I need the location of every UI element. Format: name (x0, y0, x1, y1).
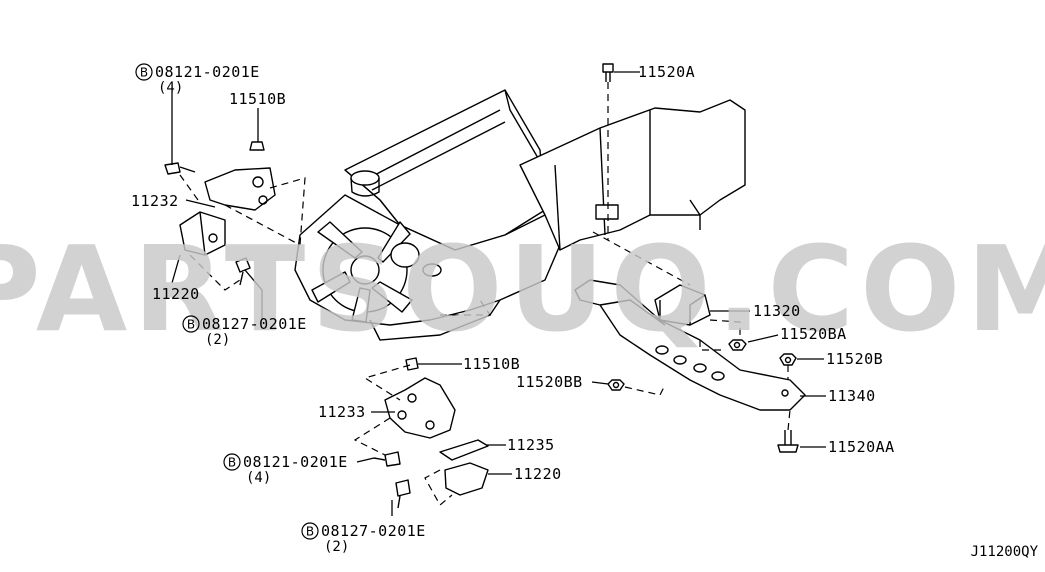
callout-11520AA[interactable]: 11520AA (828, 438, 895, 456)
lower-mount-bracket-drawing (373, 357, 489, 509)
bolt-marker-letter: B (140, 66, 148, 80)
quantity-label: (4) (158, 80, 183, 96)
part-number-label: 08121-0201E (155, 63, 260, 81)
callout-11220-top[interactable]: 11220 (152, 285, 200, 303)
nut-11520BA-icon (728, 339, 747, 351)
callout-11520BA[interactable]: 11520BA (780, 325, 847, 343)
bolt-marker-icon (182, 315, 200, 333)
callout-11320[interactable]: 11320 (753, 302, 801, 320)
bolt-marker-icon (135, 63, 153, 81)
bolt-marker-icon (223, 453, 241, 471)
callout-11520BB[interactable]: 11520BB (516, 373, 583, 391)
callout-11520A[interactable]: 11520A (638, 63, 695, 81)
callout-11232[interactable]: 11232 (131, 192, 179, 210)
crossmember-drawing (574, 279, 806, 411)
callout-08127-bottom[interactable]: B 08127-0201E (2) (301, 522, 426, 555)
callout-11233[interactable]: 11233 (318, 403, 366, 421)
engine-assembly-drawing (294, 89, 746, 341)
nut-11520BB-icon (607, 379, 625, 391)
bolt-marker-letter: B (306, 525, 314, 539)
fan-icon (311, 221, 413, 323)
diagram-reference-id: J11200QY (971, 544, 1039, 560)
callout-11235[interactable]: 11235 (507, 436, 555, 454)
bolt-11520AA-icon (777, 430, 799, 453)
bolt-11520A-icon (602, 63, 614, 82)
watermark-text: PARTSOUQ.COM (0, 220, 1045, 358)
part-number-label: 08127-0201E (202, 315, 307, 333)
left-mount-bracket-drawing (164, 141, 276, 286)
quantity-label: (2) (205, 332, 230, 348)
callout-11510B-bottom[interactable]: 11510B (463, 355, 520, 373)
leader-lines (171, 71, 826, 516)
callout-11520B[interactable]: 11520B (826, 350, 883, 368)
quantity-label: (4) (246, 470, 271, 486)
nut-11520B-icon (779, 353, 797, 366)
bolt-marker-letter: B (187, 318, 195, 332)
assembly-guide-lines (179, 82, 791, 506)
callout-11220-bottom[interactable]: 11220 (514, 465, 562, 483)
callout-08127-top[interactable]: B 08127-0201E (2) (182, 315, 307, 348)
callout-08121-bottom[interactable]: B 08121-0201E (4) (223, 453, 348, 486)
bolt-marker-letter: B (228, 456, 236, 470)
bolt-marker-icon (301, 522, 319, 540)
part-number-label: 08127-0201E (321, 522, 426, 540)
part-number-label: 08121-0201E (243, 453, 348, 471)
quantity-label: (2) (324, 539, 349, 555)
callout-11510B-top[interactable]: 11510B (229, 90, 286, 108)
callout-11340[interactable]: 11340 (828, 387, 876, 405)
callout-08121-top[interactable]: B 08121-0201E (4) (135, 63, 260, 96)
